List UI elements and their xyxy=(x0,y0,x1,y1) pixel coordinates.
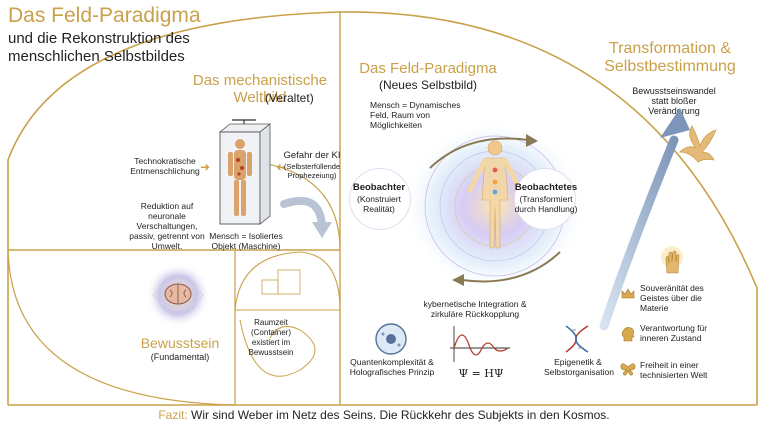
quantum-label: Quantenkomplexität & Holografisches Prin… xyxy=(349,357,435,377)
observed-title: Beobachtetes xyxy=(514,182,578,193)
phoenix-icon xyxy=(679,125,717,163)
rising-arrow-icon xyxy=(599,108,690,331)
hand-light-icon xyxy=(661,246,683,274)
isolated-human-box-icon xyxy=(218,119,272,225)
page-subtitle: und die Rekonstruktion des menschlichen … xyxy=(8,30,190,65)
brain-icon xyxy=(146,263,210,327)
field-qualifier: (Neues Selbstbild) xyxy=(378,78,478,92)
page-title: Das Feld-Paradigma xyxy=(8,4,201,27)
observer-title: Beobachter xyxy=(352,182,406,193)
field-title: Das Feld-Paradigma xyxy=(359,60,497,77)
spacetime-label: Raumzeit (Container) existiert im Bewuss… xyxy=(248,318,294,357)
consciousness-qualifier: (Fundamental) xyxy=(150,352,210,362)
footer-conclusion: Fazit: Wir sind Weber im Netz des Seins.… xyxy=(0,408,768,422)
observed-circle xyxy=(514,168,576,230)
transformation-item-3: Freiheit in einer technisierten Welt xyxy=(640,360,708,380)
luminous-human-field-icon xyxy=(403,120,587,292)
transformation-title: Transformation & Selbstbestimmung xyxy=(604,40,736,75)
ai-danger-sub: (Selbsterfüllende Prophezeiung) xyxy=(283,162,341,180)
dna-icon xyxy=(565,325,589,353)
cell-icon xyxy=(375,323,407,355)
head-icon xyxy=(620,326,636,342)
field-human-label: Mensch = Dynamisches Feld, Raum von Mögl… xyxy=(370,100,461,130)
consciousness-change-label: Bewusstseinswandel statt bloßer Veränder… xyxy=(632,86,716,116)
ai-danger-title: Gefahr der KI xyxy=(283,150,341,161)
object-label: Mensch = Isoliertes Objekt (Maschine) xyxy=(209,231,283,251)
reduction-label: Reduktion auf neuronale Verschaltungen, … xyxy=(129,201,205,251)
transformation-item-2: Verantwortung für inneren Zustand xyxy=(640,323,708,343)
transition-arrow-icon xyxy=(280,196,332,238)
observer-circle xyxy=(349,168,411,230)
footer-label: Fazit: xyxy=(158,408,188,422)
feedback-loop-icon xyxy=(429,134,561,286)
mechanistic-title: Das mechanistische Weltbild xyxy=(192,72,328,106)
integration-label: kybernetische Integration & zirkuläre Rü… xyxy=(423,299,527,319)
wave-function-icon xyxy=(450,326,510,362)
consciousness-title: Bewusstsein xyxy=(140,335,220,351)
footer-text: Wir sind Weber im Netz des Seins. Die Rü… xyxy=(191,408,610,422)
mechanistic-qualifier: (Veraltet) xyxy=(265,91,314,105)
transformation-item-1: Souveränität des Geistes über die Materi… xyxy=(640,283,704,313)
technocratic-label: Technokratische Entmenschlichung xyxy=(130,156,200,176)
epigenetics-label: Epigenetik & Selbstorganisation xyxy=(544,357,614,377)
butterfly-icon xyxy=(620,361,636,377)
crown-icon xyxy=(620,286,636,302)
observed-sub: (Transformiert durch Handlung) xyxy=(514,194,578,214)
equation: Ψ = HΨ xyxy=(458,367,504,380)
observer-sub: (Konstruiert Realität) xyxy=(357,194,401,214)
arrow-right-icon: ➜ xyxy=(200,160,211,174)
